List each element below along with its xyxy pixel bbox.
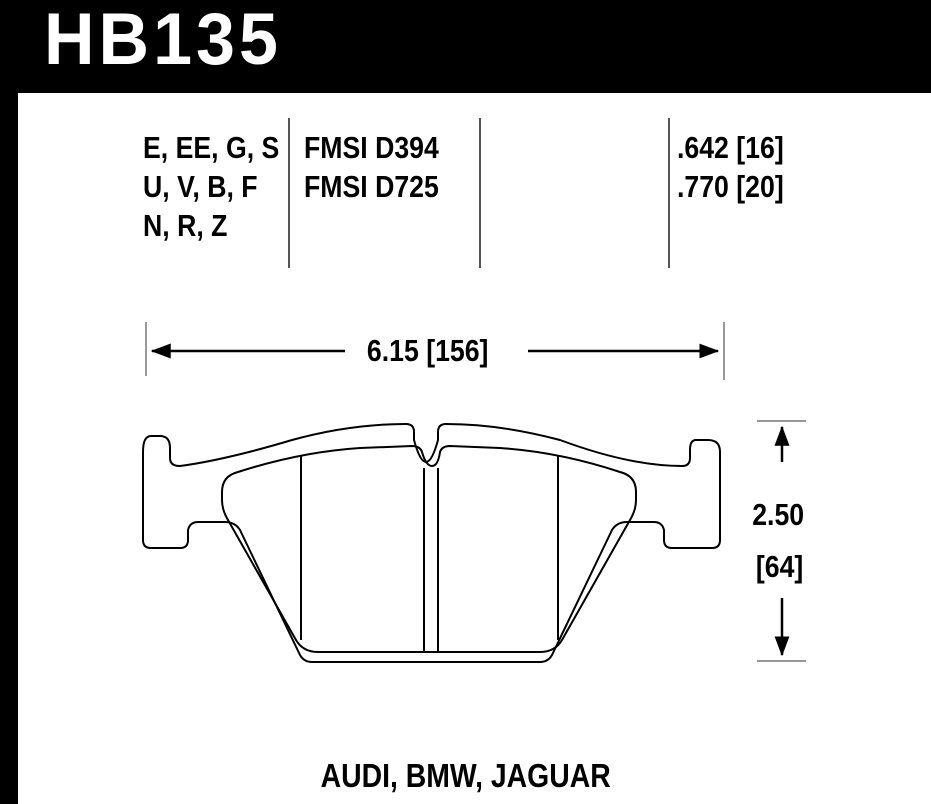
fmsi-list: FMSI D394 FMSI D725 [304, 128, 439, 206]
part-number-title: HB135 [44, 0, 282, 80]
compound-line: N, R, Z [143, 208, 228, 243]
thickness-line: .642 [16] [677, 130, 784, 165]
thickness-list: .642 [16] .770 [20] [677, 128, 784, 206]
height-dimension-inches: 2.50 [752, 497, 805, 533]
applications-text: AUDI, BMW, JAGUAR [320, 757, 611, 794]
column-divider [479, 118, 481, 268]
column-divider [668, 118, 670, 268]
fmsi-line: FMSI D725 [304, 169, 439, 204]
width-dimension-label: 6.15 [156] [363, 333, 492, 369]
header-bar [0, 0, 931, 93]
vehicle-applications: AUDI, BMW, JAGUAR [0, 757, 931, 795]
friction-pad-outline [221, 445, 637, 653]
backing-plate-outline [142, 423, 721, 663]
height-dimension-mm: [64] [755, 549, 804, 585]
column-divider [288, 118, 290, 268]
fmsi-line: FMSI D394 [304, 130, 439, 165]
compound-list: E, EE, G, S U, V, B, F N, R, Z [143, 128, 279, 245]
compound-line: E, EE, G, S [143, 130, 280, 165]
compound-line: U, V, B, F [143, 169, 258, 204]
thickness-line: .770 [20] [677, 169, 784, 204]
